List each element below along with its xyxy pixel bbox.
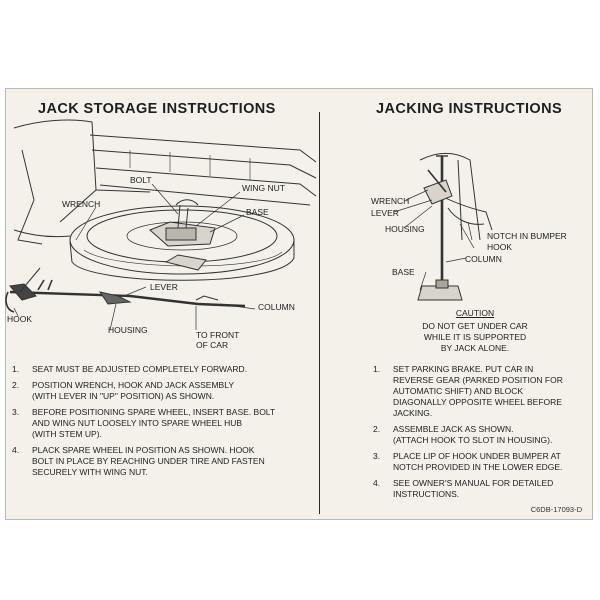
label-jack-base: BASE	[392, 267, 415, 277]
jacking-step: 2. ASSEMBLE JACK AS SHOWN. (ATTACH HOOK …	[373, 424, 585, 446]
step-line: DIAGONALLY OPPOSITE WHEEL BEFORE	[393, 397, 562, 407]
caution-title: CAUTION	[455, 308, 495, 318]
label-notch: NOTCH IN BUMPER	[487, 231, 567, 241]
step-line: JACKING.	[393, 408, 433, 418]
label-wing-nut: WING NUT	[242, 183, 285, 193]
step-line: AUTOMATIC SHIFT) AND BLOCK	[393, 386, 524, 396]
step-line: POSITION WRENCH, HOOK AND JACK ASSEMBLY	[32, 380, 234, 390]
caution-line: WHILE IT IS SUPPORTED	[423, 332, 527, 342]
step-line: SECURELY WITH WING NUT.	[32, 467, 148, 477]
label-base: BASE	[246, 207, 269, 217]
step-line: (ATTACH HOOK TO SLOT IN HOUSING).	[393, 435, 553, 445]
label-wrench: WRENCH	[62, 199, 101, 209]
step-line: REVERSE GEAR (PARKED POSITION FOR	[393, 375, 563, 385]
label-column: COLUMN	[258, 302, 295, 312]
caution-line: DO NOT GET UNDER CAR	[422, 321, 528, 331]
step-line: SET PARKING BRAKE. PUT CAR IN	[393, 364, 534, 374]
step-number: 2.	[12, 380, 20, 390]
storage-title: JACK STORAGE INSTRUCTIONS	[38, 101, 276, 117]
step-number: 1.	[373, 364, 381, 374]
trunk-illustration	[13, 119, 317, 245]
caution-line: BY JACK ALONE.	[440, 343, 510, 353]
storage-step: 4. PLACK SPARE WHEEL IN POSITION AS SHOW…	[12, 445, 312, 478]
jacking-step: 1. SET PARKING BRAKE. PUT CAR IN REVERSE…	[373, 364, 585, 419]
step-line: INSTRUCTIONS.	[393, 489, 460, 499]
step-line: SEAT MUST BE ADJUSTED COMPLETELY FORWARD…	[32, 364, 248, 374]
jacking-steps: 1. SET PARKING BRAKE. PUT CAR IN REVERSE…	[373, 364, 585, 505]
jacking-illustration	[417, 152, 493, 301]
jacking-title: JACKING INSTRUCTIONS	[376, 101, 563, 117]
step-line: BEFORE POSITIONING SPARE WHEEL, INSERT B…	[32, 407, 276, 417]
part-number: C6DB-17093-D	[530, 505, 582, 514]
label-hook: HOOK	[7, 314, 33, 324]
jacking-step: 3. PLACE LIP OF HOOK UNDER BUMPER AT NOT…	[373, 451, 585, 473]
instruction-decal	[5, 88, 593, 520]
label-to-front: TO FRONT	[196, 330, 240, 340]
storage-steps: 1. SEAT MUST BE ADJUSTED COMPLETELY FORW…	[12, 364, 312, 483]
label-jack-column: COLUMN	[465, 254, 502, 264]
label-of-car: OF CAR	[196, 340, 229, 350]
step-line: PLACK SPARE WHEEL IN POSITION AS SHOWN. …	[32, 445, 255, 455]
step-line: BOLT IN PLACE BY REACHING UNDER TIRE AND…	[32, 456, 265, 466]
step-line: PLACE LIP OF HOOK UNDER BUMPER AT	[393, 451, 561, 461]
jacking-step: 4. SEE OWNER'S MANUAL FOR DETAILED INSTR…	[373, 478, 585, 500]
step-number: 2.	[373, 424, 381, 434]
storage-step: 3. BEFORE POSITIONING SPARE WHEEL, INSER…	[12, 407, 312, 440]
storage-step: 1. SEAT MUST BE ADJUSTED COMPLETELY FORW…	[12, 364, 312, 375]
step-line: SEE OWNER'S MANUAL FOR DETAILED	[393, 478, 554, 488]
step-line: AND WING NUT LOOSELY INTO SPARE WHEEL HU…	[32, 418, 243, 428]
step-number: 3.	[373, 451, 381, 461]
column-divider	[319, 112, 320, 514]
label-bolt: BOLT	[130, 175, 152, 185]
step-line: (WITH STEM UP).	[32, 429, 102, 439]
label-jack-hook: HOOK	[487, 242, 513, 252]
label-jack-wrench: WRENCH	[371, 196, 410, 206]
jacking-leader-lines	[393, 189, 475, 291]
label-lever: LEVER	[150, 282, 178, 292]
step-number: 4.	[373, 478, 381, 488]
spare-tire-illustration	[69, 199, 295, 281]
stored-jack-illustration	[5, 267, 246, 313]
step-number: 3.	[12, 407, 20, 417]
step-number: 1.	[12, 364, 20, 374]
step-line: (WITH LEVER IN "UP" POSITION) AS SHOWN.	[32, 391, 215, 401]
storage-leader-lines	[13, 183, 256, 331]
step-line: ASSEMBLE JACK AS SHOWN.	[393, 424, 514, 434]
step-number: 4.	[12, 445, 20, 455]
label-jack-housing: HOUSING	[385, 224, 425, 234]
storage-step: 2. POSITION WRENCH, HOOK AND JACK ASSEMB…	[12, 380, 312, 402]
label-housing: HOUSING	[108, 325, 148, 335]
label-jack-lever: LEVER	[371, 208, 399, 218]
step-line: NOTCH PROVIDED IN THE LOWER EDGE.	[393, 462, 563, 472]
caution-notice: CAUTION DO NOT GET UNDER CAR WHILE IT IS…	[380, 308, 570, 354]
